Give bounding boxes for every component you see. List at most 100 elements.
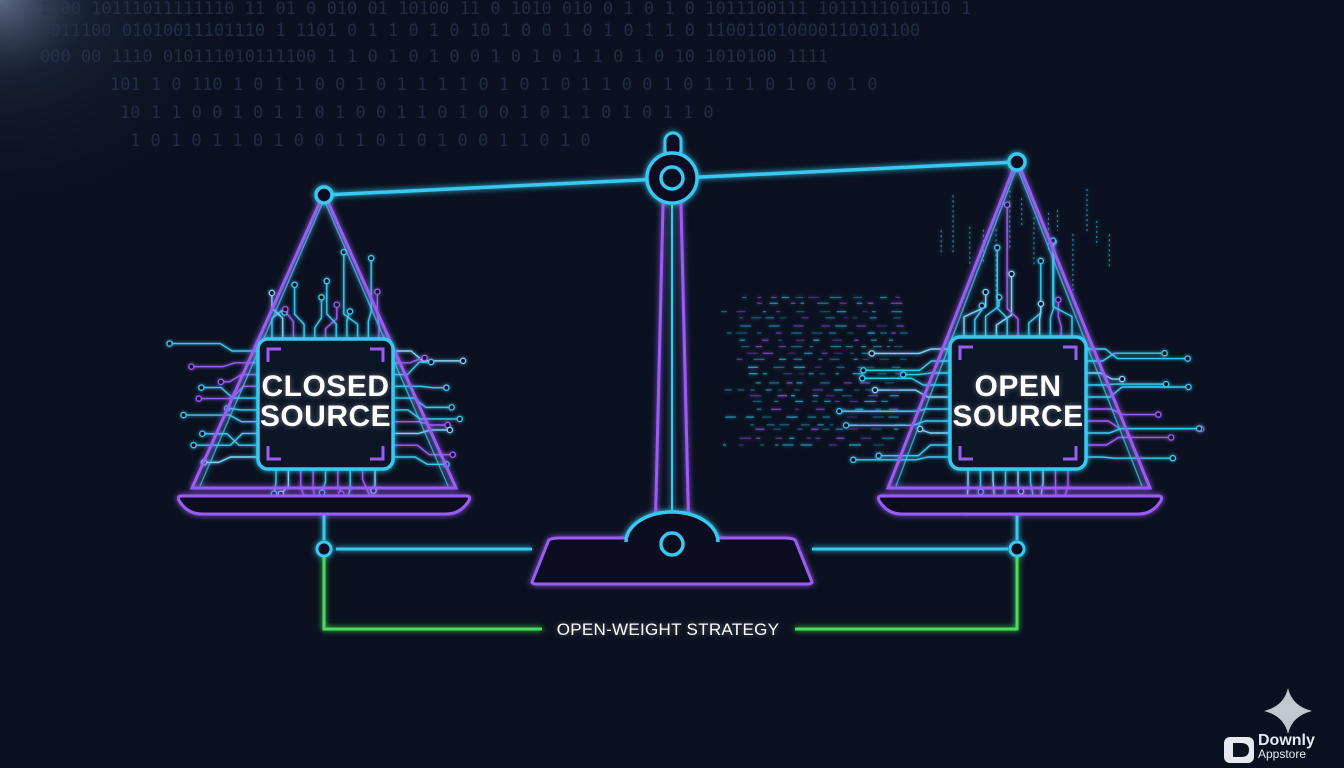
circuit-node [282, 305, 289, 313]
circuit-trace [853, 456, 950, 461]
circuit-node [198, 384, 205, 391]
circuit-node [1155, 411, 1162, 418]
circuit-trace [273, 469, 277, 494]
corner-light [0, 0, 260, 220]
background-code: 1100 10111011111110 11 01 0 010 01 10100… [40, 0, 971, 151]
circuit-node [166, 340, 173, 347]
circuit-trace [871, 348, 950, 355]
circuit-node [868, 350, 875, 357]
circuit-trace [201, 386, 258, 399]
pivot-inner [659, 165, 685, 191]
circuit-trace [1086, 420, 1202, 430]
circuit-node [1118, 375, 1126, 383]
circuit-trace [203, 456, 258, 464]
circuit-node [842, 422, 850, 429]
circuit-trace [376, 291, 380, 339]
circuit-node [1008, 270, 1015, 278]
circuit-trace [1086, 352, 1165, 362]
scale-base [530, 536, 814, 586]
circuit-node [333, 301, 341, 308]
closed-chip-corners [266, 347, 385, 461]
circuit-trace [1086, 436, 1172, 446]
circuit-trace [992, 469, 996, 501]
open-pan-string-left [895, 171, 1016, 487]
circuit-trace [1086, 386, 1189, 398]
code-row: 1100 10111011111110 11 01 0 010 01 10100… [40, 0, 971, 19]
closed-pan-dish [176, 494, 472, 516]
circuit-trace [984, 297, 1000, 337]
code-row: 101 1 0 110 1 0 1 1 0 0 1 0 1 1 1 1 0 1 … [110, 75, 878, 95]
circuit-node [977, 488, 985, 496]
circuit-node [199, 430, 206, 438]
circuit-trace [1049, 241, 1055, 337]
open-pan-dish [876, 494, 1164, 516]
code-row: 0011100 01010011101110 1 1101 0 1 1 0 1 … [40, 21, 920, 41]
circuit-trace [393, 429, 450, 435]
circuit-node [291, 281, 298, 288]
strategy-bracket-left [322, 557, 542, 631]
circuit-node [318, 489, 326, 496]
open-pan-string-right [1018, 171, 1143, 487]
circuit-node [367, 254, 375, 262]
base-top [624, 510, 720, 543]
circuit-trace [326, 281, 337, 339]
circuit-node [448, 404, 455, 411]
circuit-trace [293, 284, 305, 339]
circuit-trace [1057, 299, 1062, 337]
circuit-trace [271, 292, 284, 339]
circuit-trace [1028, 260, 1042, 337]
circuit-node [444, 421, 451, 429]
circuit-node [346, 308, 354, 315]
open-chip-corners [958, 345, 1078, 461]
code-row: 1 0 1 0 1 1 0 1 0 0 1 1 0 1 0 1 0 0 1 1 … [130, 131, 591, 151]
closed-chip [256, 337, 395, 471]
circuit-node [860, 367, 867, 374]
circuit-trace [183, 414, 258, 423]
circuit-node [1055, 296, 1062, 303]
circuit-node [1162, 380, 1170, 388]
watermark-text: Downly Appstore [1258, 732, 1338, 762]
watermark-name: Downly [1258, 732, 1315, 749]
circuit-trace [393, 397, 452, 409]
circuit-node [1185, 383, 1192, 391]
circuit-trace [1086, 348, 1188, 360]
circuit-node [982, 288, 989, 296]
circuit-trace [393, 444, 453, 456]
circuit-trace [995, 273, 1013, 337]
circuit-trace [839, 408, 950, 412]
open-source-line2: SOURCE [952, 400, 1084, 433]
node-right-top [1007, 152, 1027, 172]
circuit-trace [393, 420, 448, 426]
circuit-trace [963, 292, 987, 337]
circuit-node [188, 363, 195, 370]
circuit-node [217, 378, 225, 386]
circuit-trace [393, 456, 447, 465]
node-left-bottom [315, 540, 333, 558]
circuit-trace [280, 469, 290, 495]
circuit-trace [393, 409, 460, 420]
circuit-trace [1086, 408, 1159, 416]
circuit-node [1195, 425, 1203, 432]
closed-source-line1: CLOSED [261, 370, 390, 403]
circuit-trace [1086, 456, 1173, 459]
circuit-trace [393, 385, 447, 389]
circuit-node [446, 426, 454, 434]
circuit-trace [863, 360, 950, 372]
circuit-trace [284, 309, 295, 339]
circuit-node [1003, 201, 1011, 208]
circuit-trace [343, 252, 359, 339]
circuit-node [180, 411, 187, 419]
watermark [1224, 688, 1312, 763]
circuit-trace [198, 385, 258, 400]
open-source-line1: OPEN [974, 370, 1062, 403]
circuit-trace [314, 297, 323, 339]
downly-logo-mark [1233, 743, 1249, 757]
circuit-node [1017, 488, 1025, 495]
strategy-label: OPEN-WEIGHT STRATEGY [556, 620, 780, 639]
circuit-node [374, 288, 381, 295]
node-left-top [314, 185, 334, 205]
circuit-trace [220, 373, 258, 383]
circuit-trace [1086, 427, 1200, 434]
circuit-trace [1006, 204, 1019, 337]
